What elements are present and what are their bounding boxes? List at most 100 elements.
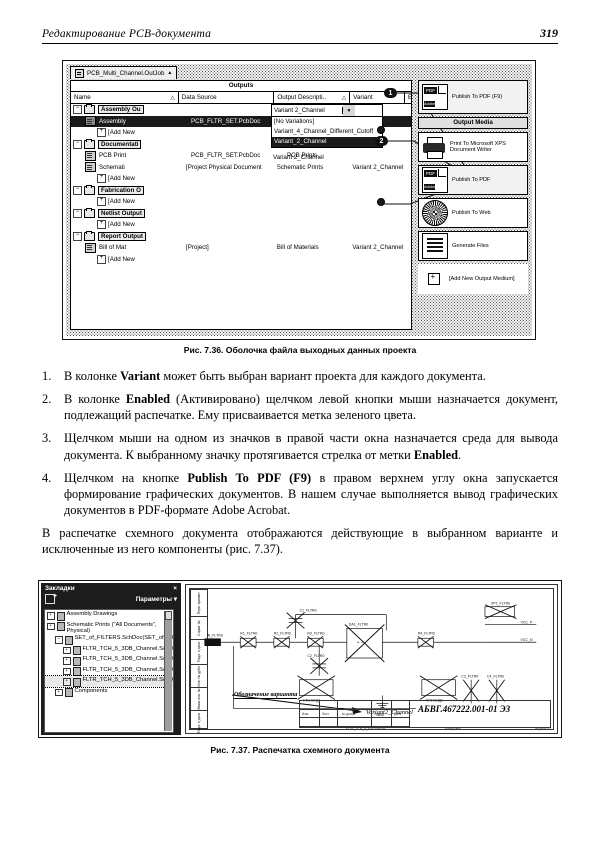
expander-icon[interactable]: −	[73, 208, 82, 218]
list-text: Щелчком на кнопке Publish To PDF (F9) в …	[64, 470, 558, 517]
column-header-name[interactable]: Name △	[71, 92, 179, 103]
list-item-selected[interactable]: + FLTR_TCH_5_3DB_Channel.SchDoc(FLTR4)	[45, 675, 173, 688]
expander-icon[interactable]: +	[63, 678, 71, 686]
table-row[interactable]: + [Add New	[71, 219, 411, 231]
table-row[interactable]: − Fabrication O	[71, 184, 411, 197]
document-tabstrip: PCB_Multi_Channel.OutJob ▲	[70, 66, 178, 79]
table-row[interactable]: Bill of Mat [Project] Bill of Materials …	[71, 242, 411, 254]
cell-data-source: [Project Physical Document	[185, 163, 262, 171]
list-item[interactable]: − SET_of_FILTERS.SchDoc(SET_of_FILTERS)	[45, 634, 173, 645]
media-item-publish-to-web[interactable]: Publish To Web	[418, 198, 528, 228]
list-text: Щелчком мыши на одном из значков в право…	[64, 431, 558, 462]
group-label: Netlist Output	[98, 208, 145, 218]
column-label: Enabled	[408, 94, 411, 101]
publish-to-pdf-f9-button[interactable]: PDF Adobe Publish To PDF (F9)	[418, 80, 528, 114]
table-row[interactable]: + [Add New	[71, 127, 411, 139]
table-row[interactable]: − Report Output	[71, 230, 411, 243]
media-item-label: Publish To Web	[452, 209, 491, 216]
expander-icon[interactable]: +	[63, 646, 71, 655]
expander-icon[interactable]: +	[97, 197, 106, 207]
dropdown-option[interactable]: [No Variations]	[274, 118, 315, 125]
new-bookmark-icon[interactable]	[45, 593, 57, 604]
media-item-add-new-medium[interactable]: [Add New Output Medium]	[418, 264, 528, 294]
table-row[interactable]: − Assembly Ou	[71, 104, 411, 116]
outputs-panel: Outputs Name △ Data Source Output Descri…	[70, 80, 412, 330]
variant-dropdown[interactable]: Variant 2_Channel ▼ [No Variations] Vari…	[271, 104, 383, 161]
bookmark-label: Schematic Prints ("All Documents", Physi…	[66, 621, 157, 634]
expander-icon[interactable]: +	[55, 688, 63, 697]
cell-description: Schematic Prints	[276, 163, 324, 171]
svg-text:C2_FLTR0: C2_FLTR0	[307, 654, 324, 658]
dropdown-option[interactable]: Variant_4_Channel_Different_Cutoff	[274, 128, 374, 135]
media-item-publish-to-pdf[interactable]: PDF Adobe Publish To PDF	[418, 165, 528, 195]
scrollbar[interactable]	[164, 611, 172, 731]
expander-icon[interactable]: +	[47, 612, 55, 620]
document-designation: АБВГ.467222.001-01 Э3	[418, 704, 511, 714]
document-icon	[56, 611, 65, 621]
media-item-print-to-xps[interactable]: Print To Microsoft XPS Document Writer	[418, 132, 528, 162]
expander-icon[interactable]: −	[73, 231, 82, 241]
expander-icon[interactable]: +	[97, 128, 106, 138]
media-item-generate-files[interactable]: Generate Files	[418, 231, 528, 261]
list-text: В колонке Enabled (Активировано) щелчком…	[64, 392, 558, 423]
list-item[interactable]: + Schematic Prints ("All Documents", Phy…	[45, 621, 173, 635]
bookmarks-title: Закладки	[45, 585, 75, 592]
add-new-label: [Add New	[108, 175, 135, 183]
column-header-data-source[interactable]: Data Source	[179, 92, 275, 103]
variant-dropdown-box[interactable]: Variant 2_Channel ▼	[271, 104, 383, 117]
folder-icon	[84, 184, 95, 195]
svg-text:IN_FLTR0: IN_FLTR0	[207, 633, 223, 637]
expander-icon[interactable]: +	[97, 254, 106, 264]
list-number: 4.	[42, 470, 52, 485]
table-row[interactable]: + [Add New	[71, 254, 411, 266]
page-number: 319	[540, 26, 558, 40]
column-header-enabled[interactable]: Enabled	[405, 92, 411, 103]
printer-icon	[422, 135, 446, 159]
outputs-rows: − Assembly Ou Assembly PCB_FLTR_SET.PcbD…	[71, 104, 411, 265]
enabled-marker[interactable]	[377, 198, 385, 206]
list-number: 2.	[42, 392, 52, 407]
expander-icon[interactable]: −	[73, 139, 82, 149]
expander-icon[interactable]: −	[55, 636, 63, 644]
list-item[interactable]: + FLTR_TCH_5_3DB_Channel.SchDoc(FLTR3)	[45, 666, 173, 677]
table-row[interactable]: + [Add New	[71, 173, 411, 185]
table-row[interactable]: PCB Print PCB_FLTR_SET.PcbDoc PCB Prints	[71, 150, 411, 162]
list-item[interactable]: + Assembly Drawings	[45, 610, 173, 621]
bookmarks-tree[interactable]: + Assembly Drawings + Schematic Prints (…	[44, 609, 174, 733]
chevron-down-icon[interactable]: ▼	[343, 105, 355, 116]
enabled-marker[interactable]	[377, 126, 385, 134]
expander-icon[interactable]: +	[63, 657, 71, 665]
scrollbar-thumb[interactable]	[165, 611, 172, 620]
expander-icon[interactable]: −	[73, 105, 82, 115]
cell-data-source: [Project]	[185, 244, 209, 252]
cell-data-source: PCB_FLTR_SET.PcbDoc	[191, 117, 261, 125]
list-item[interactable]: + Components	[45, 687, 173, 698]
expander-icon[interactable]: +	[47, 622, 55, 630]
document-icon	[72, 677, 81, 687]
cell-variant[interactable]: Variant 2_Channel	[352, 163, 404, 171]
expander-icon[interactable]: +	[97, 174, 106, 184]
column-label: Output Descripti..	[277, 94, 327, 101]
dropdown-option-selected[interactable]: Variant_2_Channel	[272, 137, 382, 147]
variant-dropdown-list[interactable]: [No Variations] Variant_4_Channel_Differ…	[271, 117, 383, 148]
bookmark-label: FLTR_TCH_5_3DB_Channel.SchDoc(FLTR2)	[82, 656, 174, 663]
expander-icon[interactable]: +	[97, 220, 106, 230]
list-item[interactable]: + FLTR_TCH_5_3DB_Channel.SchDoc(FLTR2)	[45, 655, 173, 666]
tb-format: Формат A4	[534, 727, 551, 731]
svg-text:C4_FLTR0: C4_FLTR0	[487, 675, 504, 679]
bookmarks-options-label[interactable]: Параметры ▾	[136, 595, 177, 603]
table-row[interactable]: − Documentati	[71, 138, 411, 151]
table-row[interactable]: − Netlist Output	[71, 207, 411, 220]
svg-text:GND: GND	[376, 713, 384, 717]
list-item[interactable]: + FLTR_TCH_5_3DB_Channel.SchDoc(FLTR1)	[45, 645, 173, 656]
expander-icon[interactable]: +	[63, 667, 71, 676]
close-icon[interactable]: ×	[173, 585, 177, 592]
document-icon	[85, 116, 96, 127]
table-row[interactable]: + [Add New	[71, 196, 411, 208]
tab-outjob[interactable]: PCB_Multi_Channel.OutJob ▲	[70, 66, 178, 79]
table-row[interactable]: Schemati [Project Physical Document Sche…	[71, 162, 411, 174]
column-header-output-description[interactable]: Output Descripti.. △	[274, 92, 351, 103]
cell-variant[interactable]: Variant 2_Channel	[352, 244, 404, 252]
media-item-label: Publish To PDF	[452, 176, 491, 183]
expander-icon[interactable]: −	[73, 185, 82, 195]
